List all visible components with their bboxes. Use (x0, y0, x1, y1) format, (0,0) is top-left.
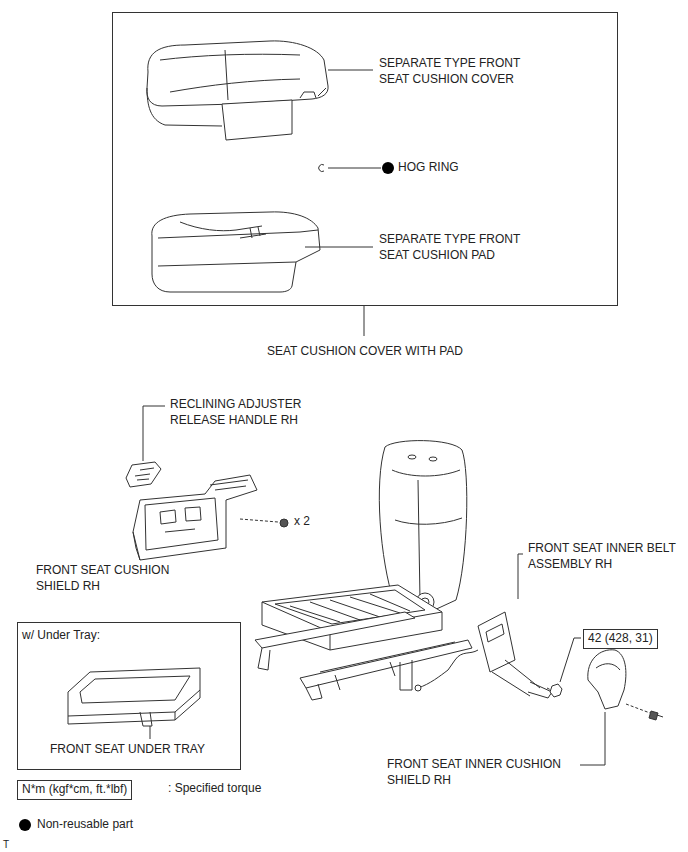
part-name: SEPARATE TYPE FRONT SEAT CUSHION COVER (379, 56, 549, 87)
node-text: SEAT CUSHION COVER WITH PAD (267, 344, 463, 360)
node-text: N*m (kgf*cm, ft.*lbf) (22, 782, 127, 798)
part-name: FRONT SEAT INNER CUSHION SHIELD RH (387, 757, 587, 788)
part-name: FRONT SEAT CUSHION SHIELD RH (36, 563, 196, 594)
legend-text: : Specified torque (168, 781, 261, 797)
torque-box: 42 (428, 31) (583, 629, 658, 649)
legend-text: Non-reusable part (37, 817, 133, 833)
node-text: 42 (428, 31) (588, 631, 653, 647)
part-name: FRONT SEAT INNER BELT ASSEMBLY RH (528, 541, 678, 572)
node-text: w/ Under Tray: (22, 628, 100, 644)
part-name: SEPARATE TYPE FRONT SEAT CUSHION PAD (379, 232, 549, 263)
part-name: RECLINING ADJUSTER RELEASE HANDLE RH (170, 397, 330, 428)
part-name: HOG RING (398, 160, 459, 176)
node-text: FRONT SEAT UNDER TRAY (50, 742, 205, 758)
quantity: x 2 (294, 514, 310, 530)
variant-box: w/ Under Tray: FRONT SEAT UNDER TRAY (17, 622, 241, 770)
assembly-frame: SEAT CUSHION COVER WITH PAD (112, 12, 618, 306)
torque-legend-box: N*m (kgf*cm, ft.*lbf) (17, 780, 132, 800)
figure-mark: T (3, 838, 9, 851)
